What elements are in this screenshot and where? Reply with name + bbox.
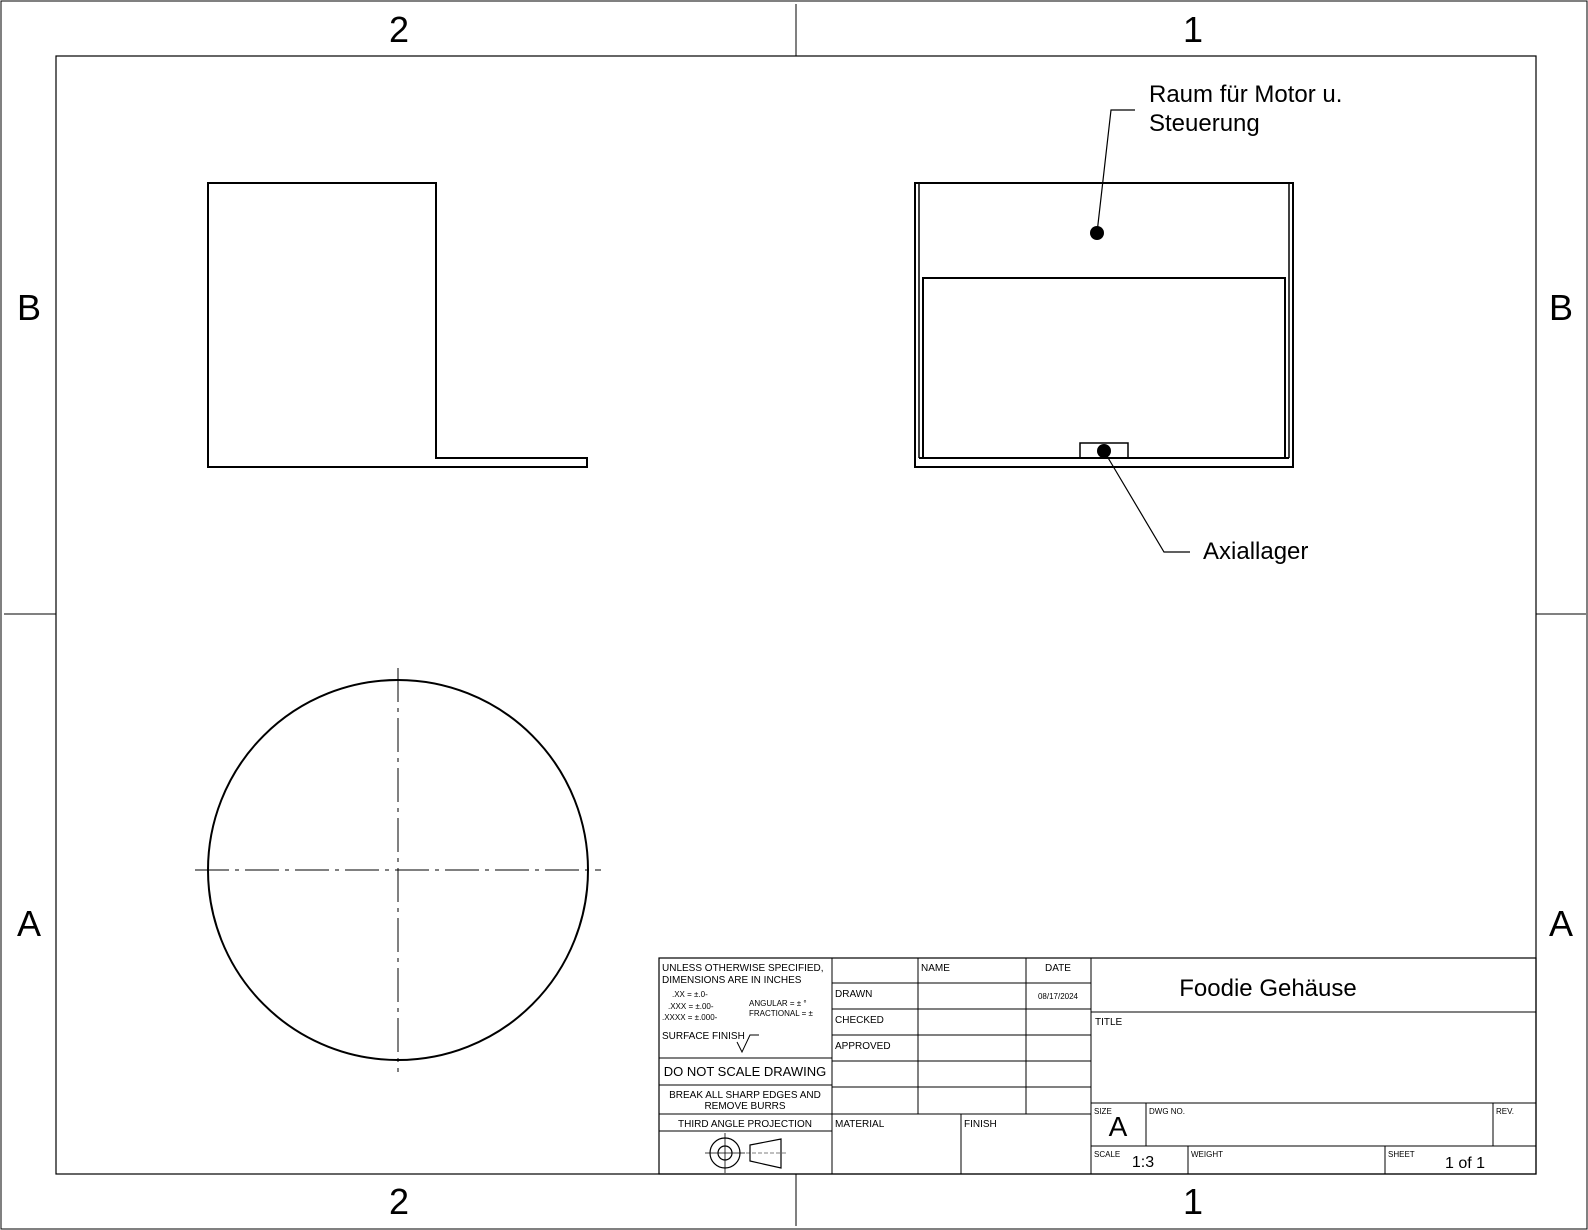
zone-label-row-b-left: B (17, 287, 41, 328)
checked-label: CHECKED (835, 1015, 884, 1026)
title-label: TITLE (1095, 1017, 1123, 1028)
callout-motor-space: Raum für Motor u. Steuerung (1090, 81, 1342, 240)
sheet-value: 1 of 1 (1445, 1155, 1485, 1172)
callout-bearing: Axiallager (1097, 444, 1308, 565)
break-edges-line2: REMOVE BURRS (704, 1101, 785, 1112)
date-column-header: DATE (1045, 963, 1071, 974)
tolerance-xxx: .XXX = ±.00- (668, 1002, 714, 1011)
title-block: UNLESS OTHERWISE SPECIFIED, DIMENSIONS A… (658, 957, 1537, 1175)
tolerance-xxxx: .XXXX = ±.000- (662, 1013, 718, 1022)
zone-label-col-1-top: 1 (1183, 9, 1203, 50)
drawn-label: DRAWN (835, 989, 872, 1000)
tolerance-note-line1: UNLESS OTHERWISE SPECIFIED, (662, 963, 824, 974)
zone-label-col-1-bottom: 1 (1183, 1181, 1203, 1222)
sheet-label: SHEET (1388, 1150, 1415, 1159)
tolerance-fractional: FRACTIONAL = ± (749, 1009, 813, 1018)
zone-label-row-a-left: A (17, 903, 41, 944)
inner-chamber (922, 277, 1286, 459)
surface-finish-icon (736, 1034, 759, 1054)
company-name: Foodie Gehäuse (1179, 975, 1356, 1002)
leader-dot (1090, 226, 1104, 240)
zone-label-col-2-top: 2 (389, 9, 409, 50)
side-view (207, 182, 588, 468)
top-view (195, 668, 601, 1072)
tolerance-angular: ANGULAR = ± ° (749, 999, 807, 1008)
callout-motor-line1: Raum für Motor u. (1149, 81, 1342, 108)
scale-value: 1:3 (1132, 1154, 1154, 1171)
callout-bearing-label: Axiallager (1203, 538, 1308, 565)
zone-label-row-a-right: A (1549, 903, 1573, 944)
tolerance-xx: .XX = ±.0- (672, 990, 708, 999)
zone-label-row-b-right: B (1549, 287, 1573, 328)
tolerance-note-line2: DIMENSIONS ARE IN INCHES (662, 975, 802, 986)
break-edges-line1: BREAK ALL SHARP EDGES AND (669, 1090, 821, 1101)
third-angle-projection-icon (705, 1133, 786, 1173)
weight-label: WEIGHT (1191, 1150, 1223, 1159)
callout-motor-line2: Steuerung (1149, 110, 1260, 137)
approved-label: APPROVED (835, 1041, 891, 1052)
rev-label: REV. (1496, 1107, 1514, 1116)
surface-finish-label: SURFACE FINISH (662, 1031, 745, 1042)
zone-label-col-2-bottom: 2 (389, 1181, 409, 1222)
do-not-scale-note: DO NOT SCALE DRAWING (664, 1064, 827, 1079)
finish-label: FINISH (964, 1119, 997, 1130)
dwg-no-label: DWG NO. (1149, 1107, 1185, 1116)
leader-dot (1097, 444, 1111, 458)
front-view (914, 182, 1294, 468)
drawn-date: 08/17/2024 (1038, 992, 1079, 1001)
scale-label: SCALE (1094, 1150, 1120, 1159)
name-column-header: NAME (921, 963, 950, 974)
size-label: SIZE (1094, 1107, 1112, 1116)
size-value: A (1109, 1111, 1128, 1142)
projection-label: THIRD ANGLE PROJECTION (678, 1119, 812, 1130)
material-label: MATERIAL (835, 1119, 885, 1130)
